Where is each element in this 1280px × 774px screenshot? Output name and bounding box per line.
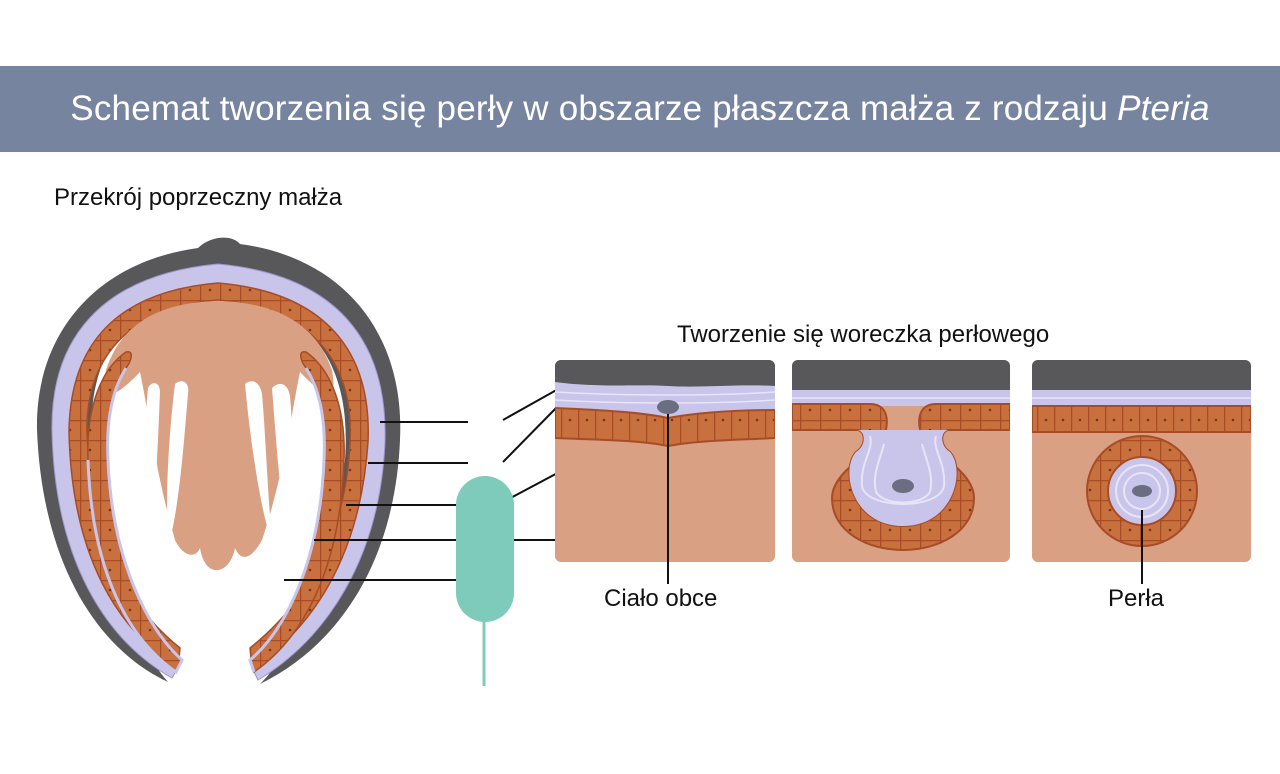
title-text: Schemat tworzenia się perły w obszarze p… [70,89,1109,128]
bivalve-cross-section [36,237,401,684]
title-genus: Pteria [1117,89,1210,128]
panel-pearl-sac [1032,360,1251,562]
pearl-label: Perła [1108,585,1165,612]
pearl-sac-formation-label: Tworzenie się woreczka perłowego [677,321,1050,348]
title-bar: Schemat tworzenia się perły w obszarze p… [0,66,1280,152]
pointer-capsule [456,476,514,686]
panel-sac-invagination [792,360,1010,562]
body-tissue [104,301,334,571]
foreign-body-label: Ciało obce [604,585,718,612]
panel-foreign-body-entry [555,360,775,562]
cross-section-label: Przekrój poprzeczny małża [54,184,343,211]
